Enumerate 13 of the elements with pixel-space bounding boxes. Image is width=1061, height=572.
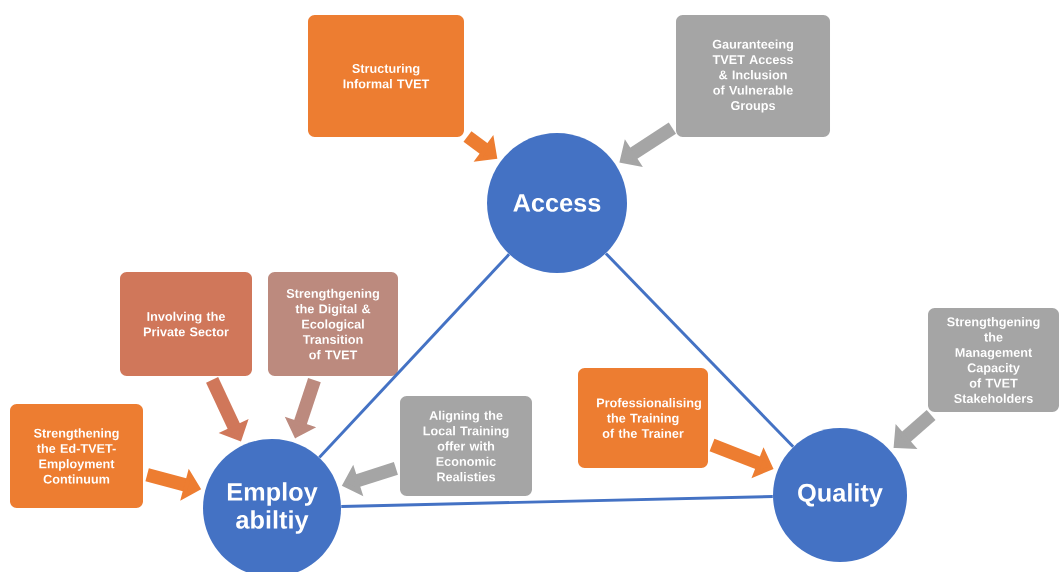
action-box: Gauranteeing TVET Access & Inclusion of Vulnerable Groups — [676, 15, 830, 137]
action-box: Involving the Private Sector — [120, 272, 252, 376]
action-box: Strengthgening the Management Capacity of TVET Stakeholders — [928, 308, 1059, 412]
action-box: Aligning the Local Training offer with Economic Realisties — [400, 396, 532, 496]
connector-line — [318, 253, 511, 459]
connector-line — [341, 495, 773, 508]
action-box: Professionalising the Training of the Trainer — [578, 368, 708, 468]
block-arrow — [619, 122, 676, 168]
action-box: Strengthgening the Digital & Ecological Transition of TVET — [268, 272, 398, 376]
block-arrow — [893, 409, 936, 449]
action-box: Structuring Informal TVET — [308, 15, 464, 137]
action-box: Strengthening the Ed-TVET-Employment Continuum — [10, 404, 143, 508]
connector-line — [604, 252, 795, 448]
